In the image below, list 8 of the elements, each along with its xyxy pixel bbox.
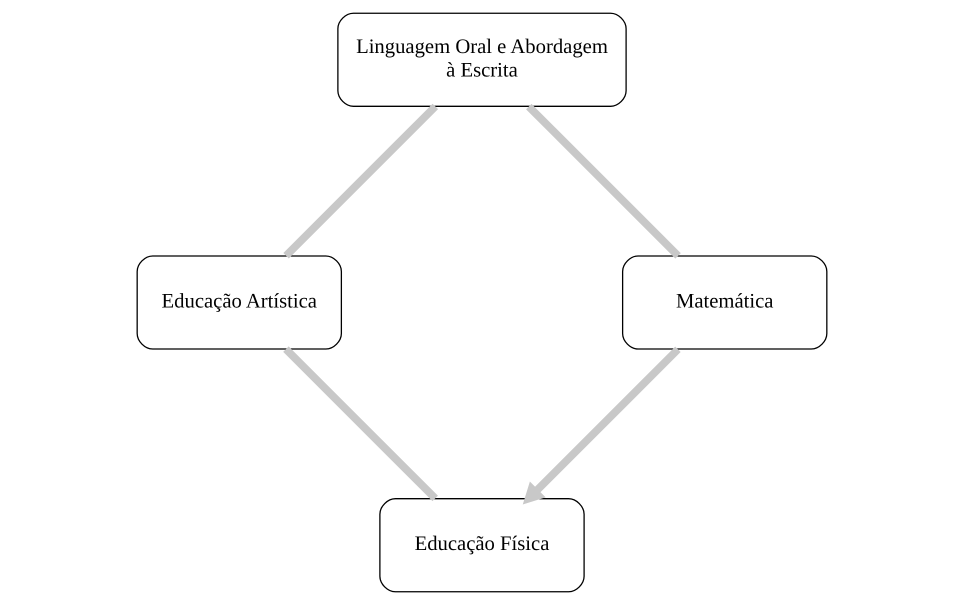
arrow <box>522 346 680 504</box>
connector <box>282 346 438 502</box>
connector <box>282 104 438 258</box>
node-box: Linguagem Oral e Abordagem à Escrita <box>336 12 626 107</box>
node-box: Educação Artística <box>136 255 342 350</box>
node-box: Educação Física <box>378 498 584 592</box>
node-box: Matemática <box>621 255 827 350</box>
connector <box>526 104 680 259</box>
